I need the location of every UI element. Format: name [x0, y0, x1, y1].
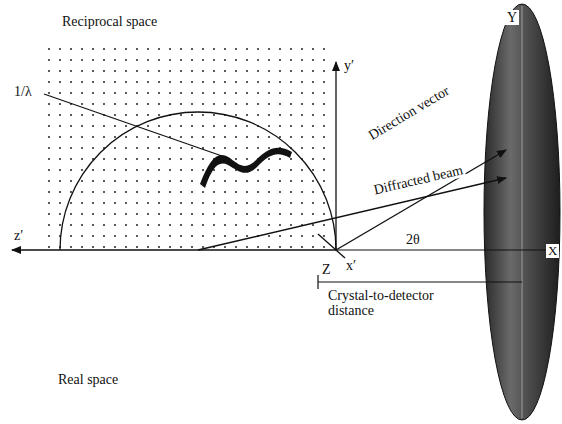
region-label: Real space — [58, 372, 118, 387]
axis-label: X — [546, 244, 559, 258]
axis-label: y′ — [344, 58, 354, 73]
distance-label: Crystal-to-detector distance — [326, 288, 442, 319]
radius-label: 1/λ — [14, 84, 32, 99]
detector — [484, 4, 560, 420]
leader-line — [44, 94, 222, 156]
region-label: Reciprocal space — [62, 14, 157, 29]
direction-vector — [336, 150, 506, 250]
y-axis — [335, 62, 336, 250]
axis-label: Z — [322, 262, 331, 277]
angle-label: 2θ — [404, 232, 422, 247]
diffracted-beam — [198, 178, 506, 250]
vector-label: Direction vector — [364, 82, 454, 144]
incident-xray — [200, 148, 292, 188]
bracket-tick — [317, 275, 318, 289]
ewald-sphere — [60, 112, 336, 250]
x-axis — [336, 249, 560, 250]
distance-bracket — [318, 281, 522, 282]
axis-label: z′ — [14, 228, 23, 243]
axis-label: x′ — [346, 258, 356, 273]
z-axis — [12, 249, 336, 250]
x-prime-axis — [318, 234, 345, 258]
axis-label: Y — [505, 10, 519, 25]
beam-label: Diffracted beam — [370, 162, 466, 198]
detector-axis — [522, 6, 523, 418]
